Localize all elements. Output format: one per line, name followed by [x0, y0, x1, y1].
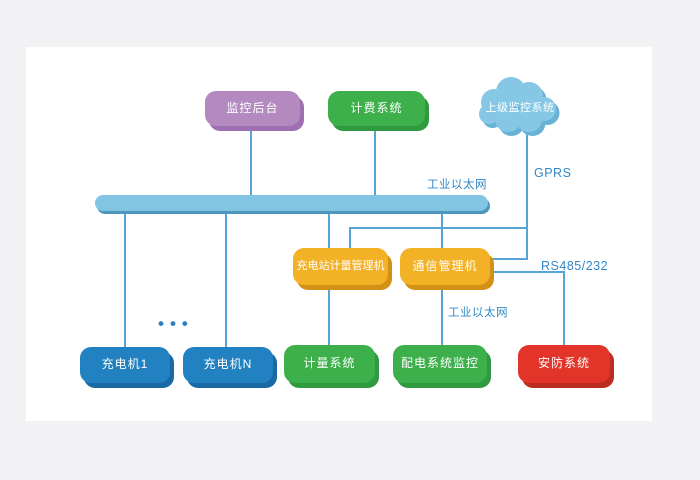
cloud-shape: [474, 70, 566, 142]
label-lower-network: 工业以太网: [448, 307, 508, 319]
connector-comm-to-distribution: [441, 285, 443, 345]
label-bus-network: 工业以太网: [427, 179, 487, 191]
node-communication-manager: 通信管理机: [400, 248, 490, 285]
connector-manager-to-metering-system: [328, 285, 330, 345]
connector-billing-to-bus: [374, 126, 376, 196]
connector-gprs-to-comm-manager: [490, 258, 528, 260]
connector-branch-horizontal: [349, 227, 528, 229]
node-distribution-monitoring: 配电系统监控: [393, 345, 487, 383]
ellipsis-dots: •••: [158, 314, 194, 333]
node-security-system: 安防系统: [518, 345, 610, 383]
connector-bus-to-charger1: [124, 210, 126, 347]
connector-bus-to-comm-manager: [441, 210, 443, 248]
connector-monitor-to-bus: [250, 126, 252, 196]
cloud-icon: [479, 77, 560, 136]
connector-rs485-to-security: [563, 271, 565, 345]
connector-branch-elbow: [349, 227, 351, 248]
industrial-ethernet-bus: [95, 195, 488, 211]
node-metering-system: 计量系统: [284, 345, 375, 383]
connector-bus-to-metering-manager: [328, 210, 330, 248]
node-monitor-backend: 监控后台: [205, 91, 300, 126]
node-upper-monitoring-system: 上级监控系统: [485, 102, 555, 114]
label-rs485: RS485/232: [541, 259, 609, 273]
connector-comm-rs485: [490, 271, 565, 273]
node-charger-n: 充电机N: [183, 347, 273, 383]
node-charger-1: 充电机1: [80, 347, 170, 383]
node-station-metering-manager: 充电站计量管理机: [293, 248, 388, 285]
node-billing-system: 计费系统: [328, 91, 425, 126]
connector-bus-to-chargerN: [225, 210, 227, 347]
label-gprs: GPRS: [534, 166, 572, 180]
connector-cloud-gprs: [526, 132, 528, 260]
